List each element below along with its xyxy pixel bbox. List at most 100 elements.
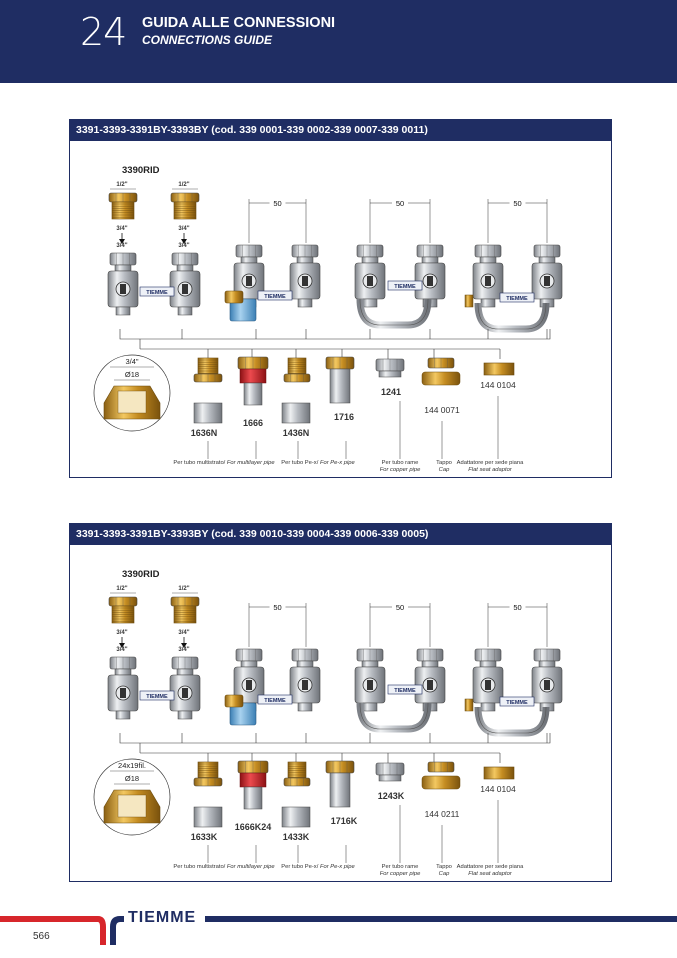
svg-text:TIEMME: TIEMME [264,698,286,704]
svg-text:3/4": 3/4" [116,226,127,232]
flat-valve-2 [531,648,563,712]
product-code-3: 1436N [283,428,310,438]
loop-valve-1 [354,244,386,308]
svg-text:Cap: Cap [439,467,450,473]
caption-1: Per tubo multistrato/ For multilayer pip… [173,864,275,870]
svg-text:Per tubo multistrato/ For mult: Per tubo multistrato/ For multilayer pip… [173,460,275,466]
product-code-6: 144 0211 [425,809,460,819]
product-code-4: 1716 [334,412,354,422]
svg-text:Per tubo rame: Per tubo rame [382,864,419,870]
product-code-5: 1243K [378,791,405,801]
fittings-row [193,760,515,828]
detail-magnifier: 3/4"Ø18 [93,354,171,432]
valve-1 [107,656,139,720]
svg-text:Adattatore per sede piana: Adattatore per sede piana [457,864,524,870]
connections-diagram: 3390RID1/2"3/4"3/4"1/2"3/4"3/4"TIEMMETIE… [93,165,563,473]
svg-text:Flat seat adaptor: Flat seat adaptor [468,467,513,473]
chapter-title-en: CONNECTIONS GUIDE [142,33,273,47]
dimension-50-c: 50 [487,198,548,243]
svg-text:3/4": 3/4" [116,243,127,249]
svg-text:Tappo: Tappo [436,864,452,870]
flat-valve-1 [472,648,504,712]
valve-2 [169,252,201,316]
svg-text:Adattatore per sede piana: Adattatore per sede piana [457,460,524,466]
valve-2 [169,656,201,720]
svg-text:3/4": 3/4" [178,630,189,636]
product-code-1: 1636N [191,428,218,438]
product-code-5: 1241 [381,387,401,397]
dim-label: 50 [273,603,281,612]
caption-2: Per tubo Pe-x/ For Pe-x pipe [281,460,355,466]
svg-text:Per tubo multistrato/ For mult: Per tubo multistrato/ For multilayer pip… [173,864,275,870]
detail-magnifier: 24x19fil.Ø18 [93,758,171,836]
thread-top-label: 1/2" [178,182,189,188]
fittings-row [193,356,515,424]
dimension-50-c: 50 [487,602,548,647]
valve-brand-label: TIEMME [499,292,535,303]
dim-label: 50 [396,603,404,612]
dim-label: 50 [273,199,281,208]
detail-diameter: Ø18 [125,774,139,783]
detail-diameter: Ø18 [125,370,139,379]
chapter-number: 24 [80,10,127,54]
valve-brand-label: TIEMME [387,280,423,291]
valve-brand-label: TIEMME [387,684,423,695]
svg-text:3/4": 3/4" [178,243,189,249]
svg-text:Flat seat adaptor: Flat seat adaptor [468,871,513,877]
brass-key [224,290,244,304]
svg-text:Tappo: Tappo [436,460,452,466]
connections-diagram: 3390RID1/2"3/4"3/4"1/2"3/4"3/4"TIEMMETIE… [93,569,563,877]
product-code-2: 1666 [243,418,263,428]
svg-text:3/4": 3/4" [116,647,127,653]
brass-key [224,694,244,708]
product-code-4: 1716K [331,816,358,826]
svg-text:For copper pipe: For copper pipe [380,467,421,473]
dimension-50-a: 50 [248,602,307,647]
captions: Per tubo multistrato/ For multilayer pip… [173,396,524,473]
angle-valve-2 [289,244,321,308]
product-code-7: 144 0104 [480,784,516,794]
angle-valve-2 [289,648,321,712]
adaptor-1: 1/2" 3/4" 3/4" [107,182,139,316]
svg-text:TIEMME: TIEMME [506,296,528,302]
caption-1: Per tubo multistrato/ For multilayer pip… [173,460,275,466]
valve-brand-label: TIEMME [139,690,175,701]
loop-valve-1 [354,648,386,712]
panel-title: 3391-3393-3391BY-3393BY (cod. 339 0010-3… [70,524,611,545]
thread-top-label: 1/2" [178,586,189,592]
adaptor-1: 1/2"3/4"3/4" [107,586,139,720]
adaptor-2: 1/2" 3/4" 3/4" [169,586,201,720]
svg-text:3/4": 3/4" [178,647,189,653]
page-header: 24 GUIDA ALLE CONNESSIONI CONNECTIONS GU… [0,0,677,83]
dimension-50-a: 50 [248,198,307,243]
adaptor-code: 3390RID [122,569,160,580]
svg-text:TIEMME: TIEMME [394,688,416,694]
dimension-50-b: 50 [369,198,431,243]
captions: Per tubo multistrato/ For multilayer pip… [173,800,524,877]
connection-lines [119,329,551,359]
connections-panel-1: 3391-3393-3391BY-3393BY (cod. 339 0001-3… [69,119,612,478]
dim-label: 50 [513,603,521,612]
connection-lines [119,733,551,763]
valve-brand-label: TIEMME [499,696,535,707]
adaptor-2: 1/2" 3/4" 3/4" [169,182,201,316]
thread-top-label: 1/2" [116,586,127,592]
diagram-group: 3390RID1/2"3/4"3/4"1/2"3/4"3/4"TIEMMETIE… [93,165,563,473]
thread-top-label: 1/2" [116,182,127,188]
product-code-6: 144 0071 [424,405,460,415]
panel-title: 3391-3393-3391BY-3393BY (cod. 339 0001-3… [70,120,611,141]
svg-text:TIEMME: TIEMME [506,700,528,706]
flat-valve-1 [472,244,504,308]
valve-1 [107,252,139,316]
brand-logo: TIEMME [128,909,197,926]
svg-text:For copper pipe: For copper pipe [380,871,421,877]
angle-valve-1 [233,244,265,308]
svg-text:3/4": 3/4" [178,226,189,232]
svg-text:TIEMME: TIEMME [146,290,168,296]
product-code-2: 1666K24 [235,822,272,832]
diagram-group: 3390RID1/2"3/4"3/4"1/2"3/4"3/4"TIEMMETIE… [93,569,563,877]
svg-text:Per tubo Pe-x/ For Pe-x pipe: Per tubo Pe-x/ For Pe-x pipe [281,460,355,466]
svg-text:TIEMME: TIEMME [264,294,286,300]
